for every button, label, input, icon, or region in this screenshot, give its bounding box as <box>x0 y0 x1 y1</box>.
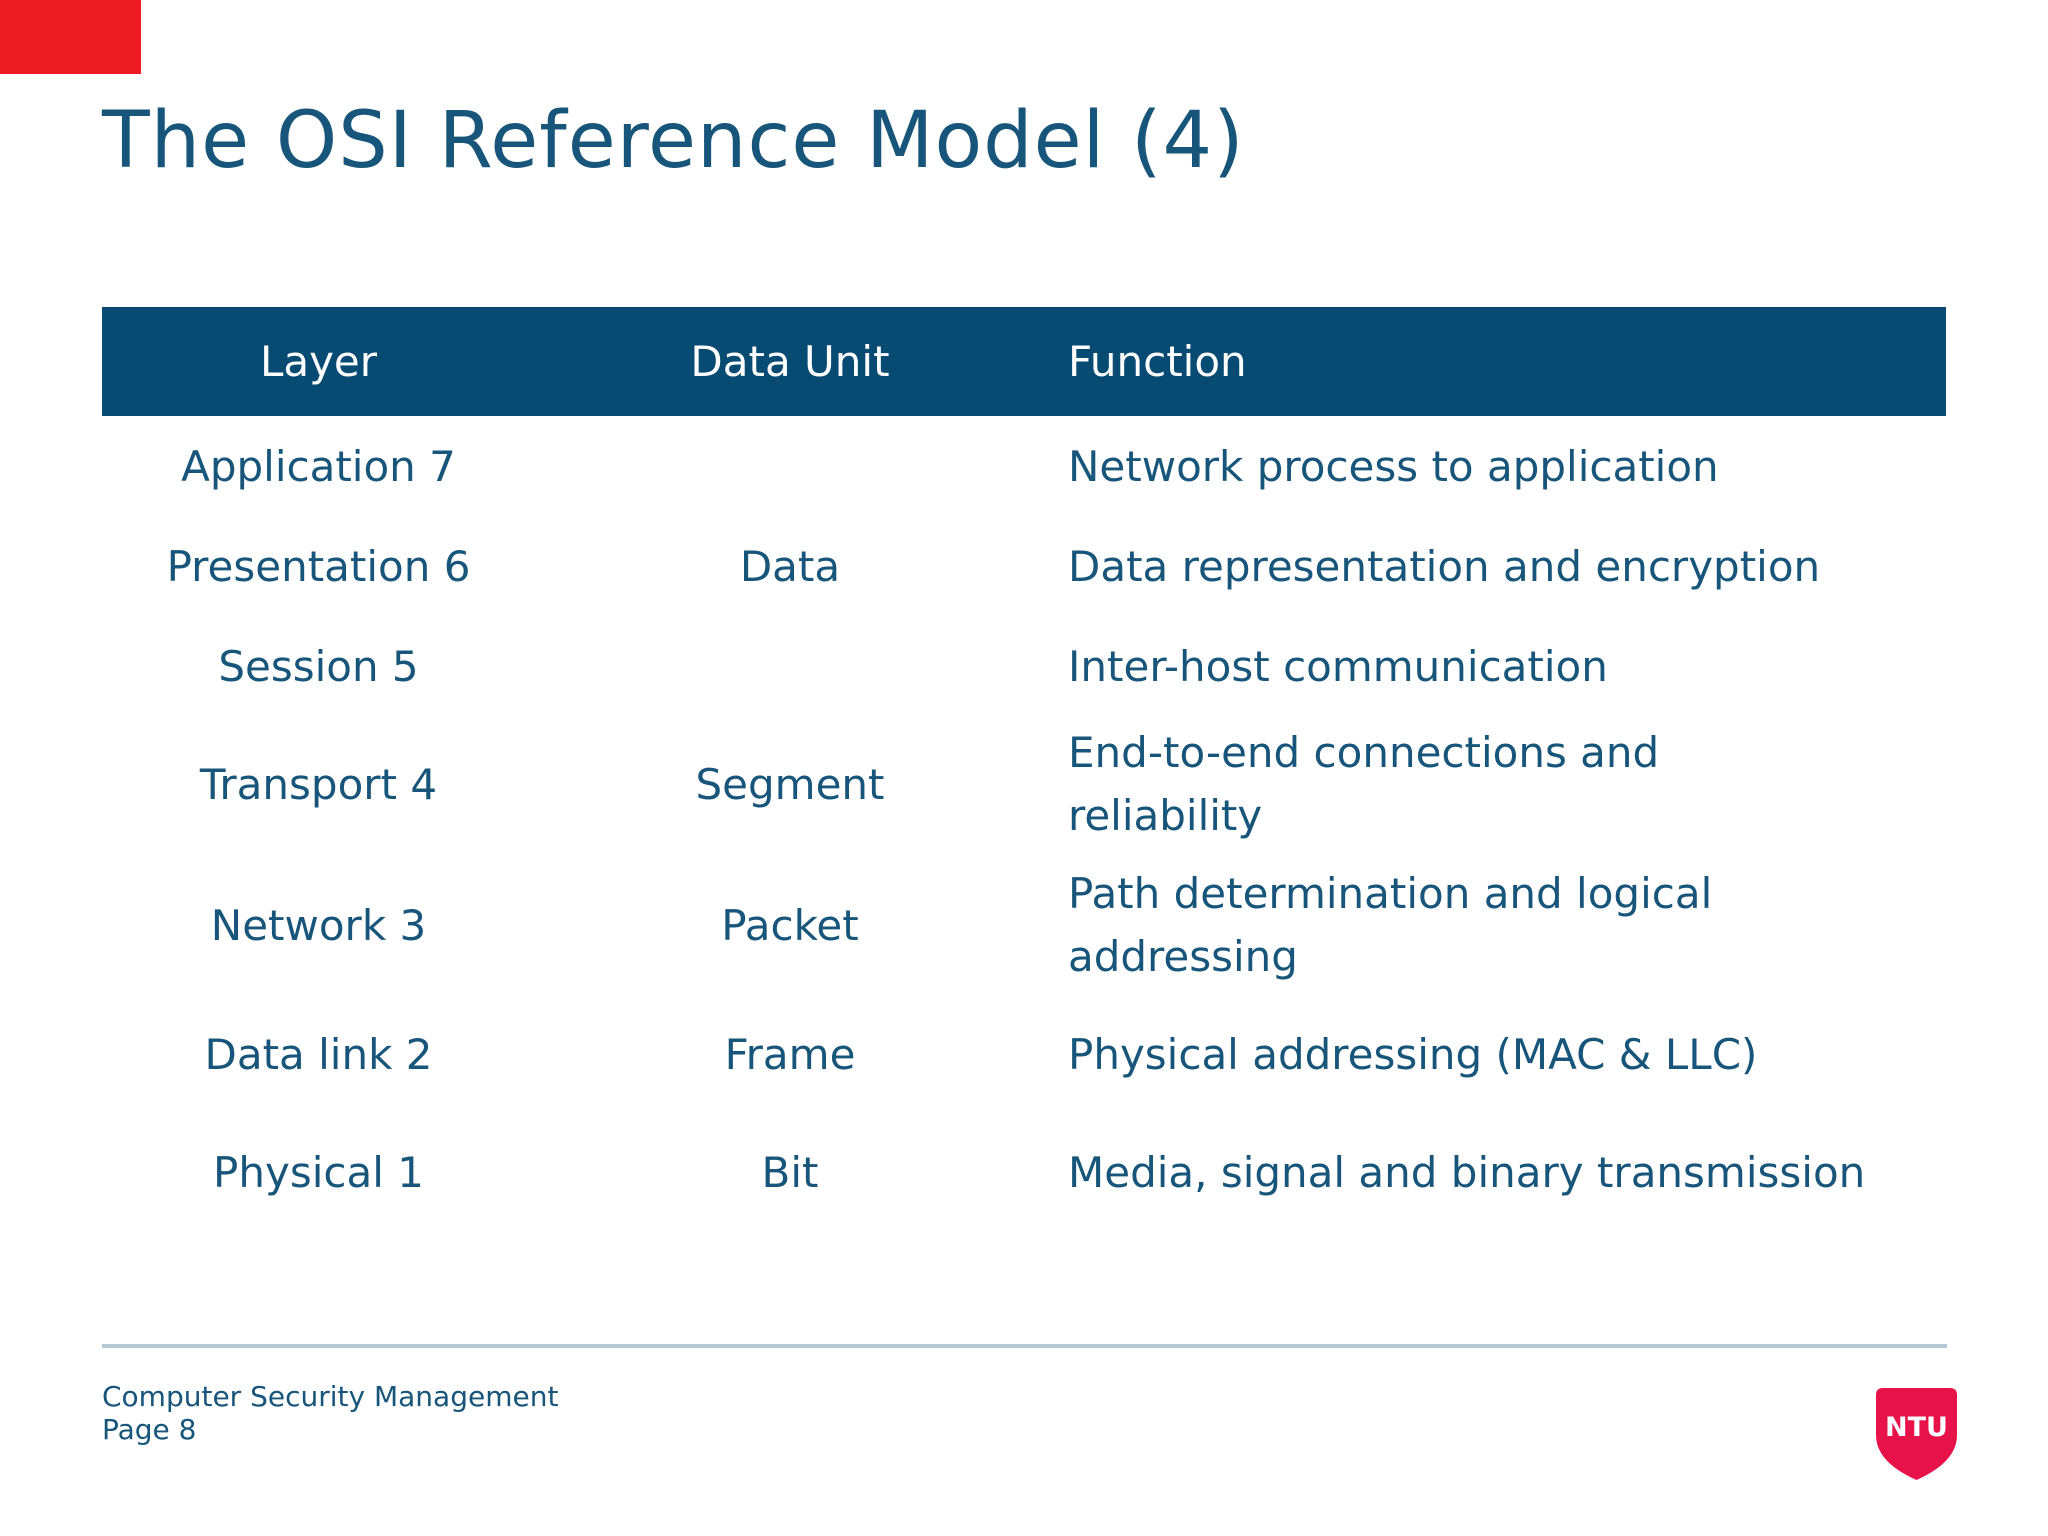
slide-title: The OSI Reference Model (4) <box>102 96 1245 186</box>
cell-data-unit: Data <box>739 541 841 591</box>
cell-layer: Network 3 <box>210 900 427 950</box>
cell-function: Inter-host communication <box>1045 616 1946 716</box>
cell-data-unit: Bit <box>761 1147 819 1197</box>
cell-function-text: Inter-host communication <box>1068 641 1608 691</box>
cell-data-unit: Frame <box>724 1029 856 1079</box>
cell-layer: Data link 2 <box>204 1029 433 1079</box>
cell-layer: Transport 4 <box>199 759 438 809</box>
cell-function: Physical addressing (MAC & LLC) <box>1045 998 1946 1110</box>
footer-course-title: Computer Security Management <box>102 1380 559 1413</box>
cell-layer: Presentation 6 <box>166 541 471 591</box>
cell-function-text: End-to-end connections and reliability <box>1068 728 1660 840</box>
cell-function: End-to-end connections and reliability <box>1045 716 1946 852</box>
cell-layer: Application 7 <box>181 441 456 491</box>
table-row: Transport 4 Segment End-to-end connectio… <box>102 716 1946 852</box>
ntu-logo: NTU <box>1876 1388 1957 1480</box>
cell-function-text: Physical addressing (MAC & LLC) <box>1068 1029 1758 1079</box>
cell-function: Data representation and encryption <box>1045 516 1946 616</box>
table-row: Application 7 Network process to applica… <box>102 416 1946 516</box>
column-header-function: Function <box>1068 337 1247 386</box>
cell-layer: Session 5 <box>218 641 419 691</box>
cell-function: Network process to application <box>1045 416 1946 516</box>
cell-function-text: Data representation and encryption <box>1068 541 1821 591</box>
red-corner-marker <box>0 0 141 74</box>
table-row: Data link 2 Frame Physical addressing (M… <box>102 998 1946 1110</box>
cell-function-text: Network process to application <box>1068 441 1719 491</box>
ntu-logo-text: NTU <box>1885 1412 1948 1443</box>
table-row: Session 5 Inter-host communication <box>102 616 1946 716</box>
shield-icon: NTU <box>1876 1388 1957 1480</box>
cell-function: Media, signal and binary transmission <box>1045 1110 1946 1234</box>
cell-layer: Physical 1 <box>213 1147 424 1197</box>
cell-data-unit: Packet <box>721 900 859 950</box>
column-header-layer: Layer <box>259 337 378 386</box>
table-row: Physical 1 Bit Media, signal and binary … <box>102 1110 1946 1234</box>
osi-table: Layer Data Unit Function Application 7 N… <box>102 307 1946 1234</box>
column-header-data-unit: Data Unit <box>690 337 890 386</box>
footer-page-number: Page 8 <box>102 1413 197 1446</box>
cell-function-text: Path determination and logical addressin… <box>1068 869 1713 981</box>
cell-function-text: Media, signal and binary transmission <box>1068 1147 1866 1197</box>
table-header-row: Layer Data Unit Function <box>102 307 1946 416</box>
cell-function: Path determination and logical addressin… <box>1045 852 1946 998</box>
cell-data-unit <box>535 416 1045 516</box>
cell-data-unit: Segment <box>695 759 885 809</box>
table-row: Presentation 6 Data Data representation … <box>102 516 1946 616</box>
footer: Computer Security Management Page 8 <box>102 1380 558 1446</box>
table-row: Network 3 Packet Path determination and … <box>102 852 1946 998</box>
footer-divider <box>102 1344 1947 1348</box>
cell-data-unit <box>535 616 1045 716</box>
